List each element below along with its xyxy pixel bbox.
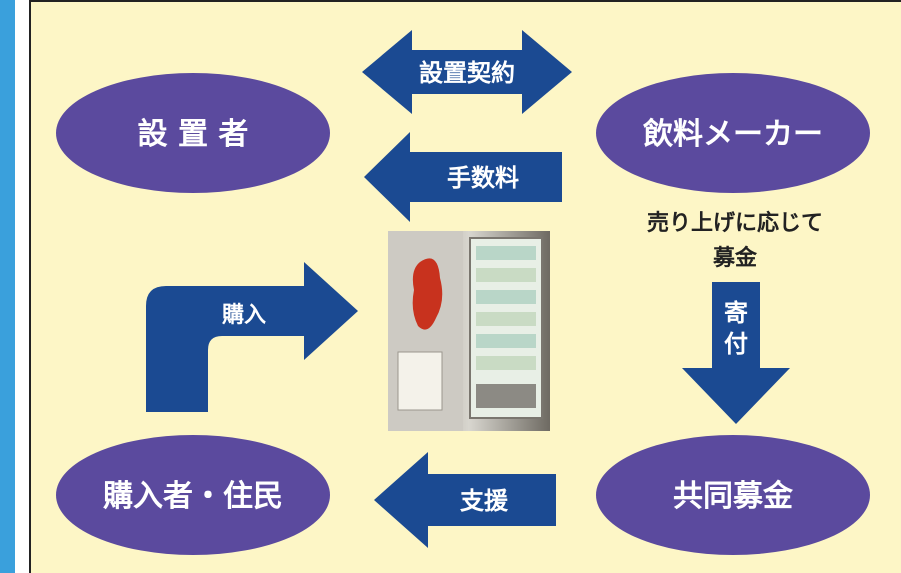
- installer-ellipse: [56, 73, 330, 193]
- installer-label: 設 置 者: [138, 117, 249, 152]
- fee-label: 手数料: [447, 164, 519, 192]
- buyer-ellipse: [56, 435, 330, 555]
- maker-ellipse: [596, 73, 870, 193]
- donate-down-arrow: [682, 282, 790, 424]
- note-line2: 募金: [712, 245, 758, 271]
- purchase-bent-arrow: [146, 262, 358, 412]
- left-accent-stripe: [0, 0, 15, 573]
- buyer-label: 購入者・住民: [103, 479, 283, 514]
- support-label: 支援: [460, 487, 509, 515]
- donate-label-char2: 付: [724, 330, 748, 358]
- contract-double-arrow: [362, 30, 572, 114]
- support-arrow: [374, 452, 556, 548]
- vending-machine-photo: [388, 231, 550, 431]
- note-line1: 売り上げに応じて: [647, 210, 823, 236]
- fee-arrow: [364, 132, 562, 222]
- fund-ellipse: [596, 435, 870, 555]
- fund-label: 共同募金: [673, 479, 794, 514]
- donate-label-char1: 寄: [724, 299, 748, 327]
- contract-label: 設置契約: [419, 59, 515, 87]
- maker-label: 飲料メーカー: [643, 117, 823, 152]
- purchase-label: 購入: [222, 303, 266, 328]
